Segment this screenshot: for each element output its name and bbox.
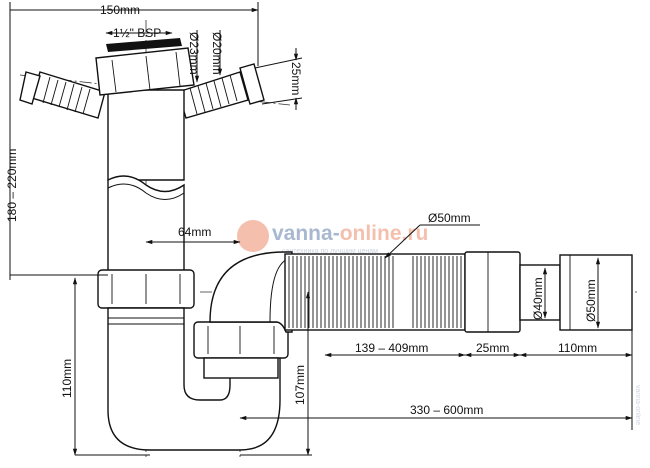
dimension-labels: 150mm 1½" BSP Ø23mm Ø20mm 25mm 180 – 220… <box>5 3 598 417</box>
outlet-nut <box>193 321 289 379</box>
elbow <box>209 251 293 333</box>
watermark-brand-1: vanna- <box>272 222 340 245</box>
label-outlet-length: 110mm <box>558 341 597 355</box>
label-overall-width: 150mm <box>100 3 140 17</box>
label-outlet-inner-diameter: Ø40mm <box>531 277 545 320</box>
trap-nut <box>97 269 195 309</box>
frog-logo-icon <box>237 220 269 252</box>
dimension-lines <box>9 2 633 456</box>
side-watermark: vanna-online <box>634 385 641 425</box>
label-flex-diameter: Ø50mm <box>428 211 471 225</box>
watermark-tagline: сантехника по лучшим ценам <box>282 248 378 255</box>
corrugated-hose <box>284 253 466 331</box>
label-inlet-outer-diameter: Ø23mm <box>187 32 201 75</box>
label-flex-length: 139 – 409mm <box>355 341 428 355</box>
label-inlet-offset: 25mm <box>289 62 303 95</box>
vertical-tailpipe <box>107 175 185 276</box>
right-inlet-spigot <box>177 63 265 119</box>
trap-u-bend <box>107 307 281 451</box>
label-total-reach: 330 – 600mm <box>410 403 483 417</box>
label-outlet-height: 107mm <box>293 365 307 405</box>
watermark: vanna-online.ru сантехника по лучшим цен… <box>237 220 641 425</box>
svg-text:vanna-online.ru: vanna-online.ru <box>272 222 428 245</box>
label-coupling-length: 25mm <box>476 341 509 355</box>
label-inlet-inner-diameter: Ø20mm <box>210 32 224 75</box>
label-outlet-outer-diameter: Ø50mm <box>584 279 598 322</box>
tee-body <box>95 38 195 181</box>
outlet-coupling <box>464 251 633 333</box>
label-height-range: 180 – 220mm <box>5 149 19 222</box>
watermark-brand-2: online.ru <box>340 222 429 245</box>
label-center-offset: 64mm <box>178 225 211 239</box>
label-thread: 1½" BSP <box>113 26 161 40</box>
label-trap-height: 110mm <box>60 359 74 398</box>
left-inlet-spigot <box>19 71 106 119</box>
